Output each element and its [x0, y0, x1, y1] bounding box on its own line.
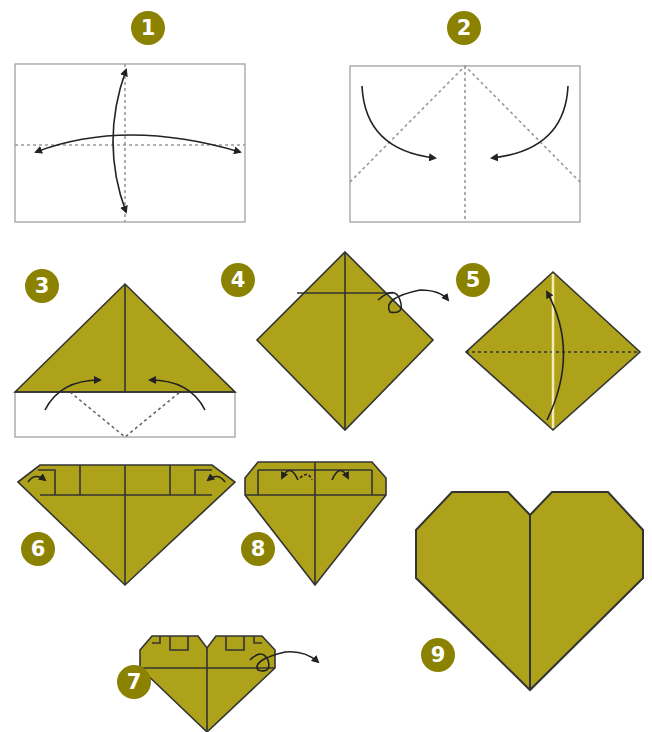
callout-number: 6 [21, 532, 55, 566]
callout-number: 7 [117, 665, 151, 699]
callout-number: 5 [456, 263, 490, 297]
callout-number: 8 [241, 532, 275, 566]
callout-number: 1 [131, 11, 165, 45]
callout-number: 9 [421, 638, 455, 672]
callout-number: 3 [25, 269, 59, 303]
callout-number: 4 [221, 263, 255, 297]
callout-number: 2 [447, 11, 481, 45]
